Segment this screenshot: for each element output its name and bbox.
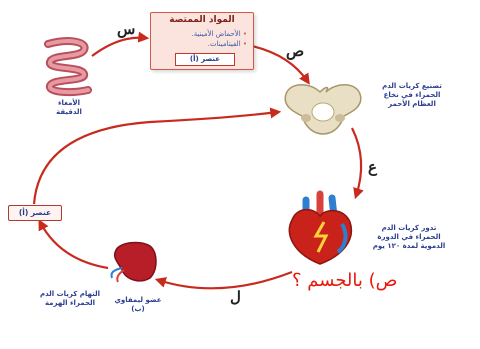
absorbed-title: المواد الممتصة — [151, 15, 253, 25]
arrow-spleen-element — [40, 222, 108, 268]
arrow-label-l: ل — [230, 288, 241, 306]
element-a-box: عنصر (أ) — [8, 205, 62, 221]
arrow-l — [158, 272, 292, 288]
pelvis-bone-icon — [280, 80, 366, 136]
spleen-icon — [110, 240, 160, 284]
arrow-element-bone — [34, 112, 278, 204]
intestine-label: الأمعاء الدقيقة — [46, 99, 92, 117]
arrow-label-s: س — [117, 20, 135, 38]
arrow-ain — [352, 128, 361, 196]
heart-icon — [280, 190, 360, 266]
absorbed-item: الأحماض الأمينية. — [192, 29, 248, 39]
absorbed-item: الفيتامينات. — [192, 39, 248, 49]
arrow-label-ss: ص — [286, 42, 304, 60]
arrow-s — [92, 38, 146, 56]
bone-label: تصنيع كريات الدم الحمراء في نخاع العظام … — [372, 82, 452, 109]
intestine-icon — [40, 36, 98, 98]
absorbed-list: الأحماض الأمينية. الفيتامينات. — [192, 29, 248, 49]
absorbed-element: عنصر (أ) — [175, 53, 235, 66]
question-text: ص) بالجسم ؟ — [292, 270, 480, 296]
spleen-label: التهام كريات الدم الحمراء الهرمة — [30, 290, 110, 308]
lymphatic-organ-label: عضو ليمفاوي (ب) — [108, 296, 168, 314]
arrow-label-ain: ع — [368, 158, 377, 176]
heart-label: تدور كريات الدم الحمراء في الدورة الدموي… — [362, 224, 456, 251]
absorbed-materials-box: المواد الممتصة الأحماض الأمينية. الفيتام… — [150, 12, 254, 70]
